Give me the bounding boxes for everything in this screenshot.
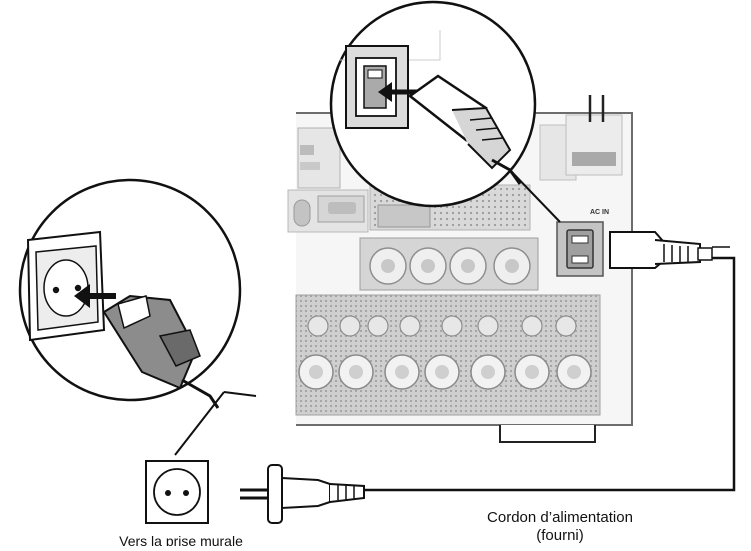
power-cord-caption-line1: Cordon d’alimentation	[487, 509, 633, 526]
wall-outlet	[145, 460, 209, 524]
power-cord-caption-line2: (fourni)	[536, 527, 584, 544]
zoom-callout-wall-outlet	[18, 178, 257, 456]
zoom-callout-ac-inlet	[329, 0, 561, 223]
iec-connector	[609, 231, 713, 269]
ac-inlet: AC IN	[556, 209, 609, 277]
mains-plug	[240, 464, 365, 524]
power-cord-caption: Cordon d’alimentation (fourni)	[455, 509, 665, 545]
wall-outlet-caption: Vers la prise murale	[119, 534, 243, 546]
power-cord	[240, 231, 736, 524]
ac-in-label: AC IN	[590, 209, 609, 216]
